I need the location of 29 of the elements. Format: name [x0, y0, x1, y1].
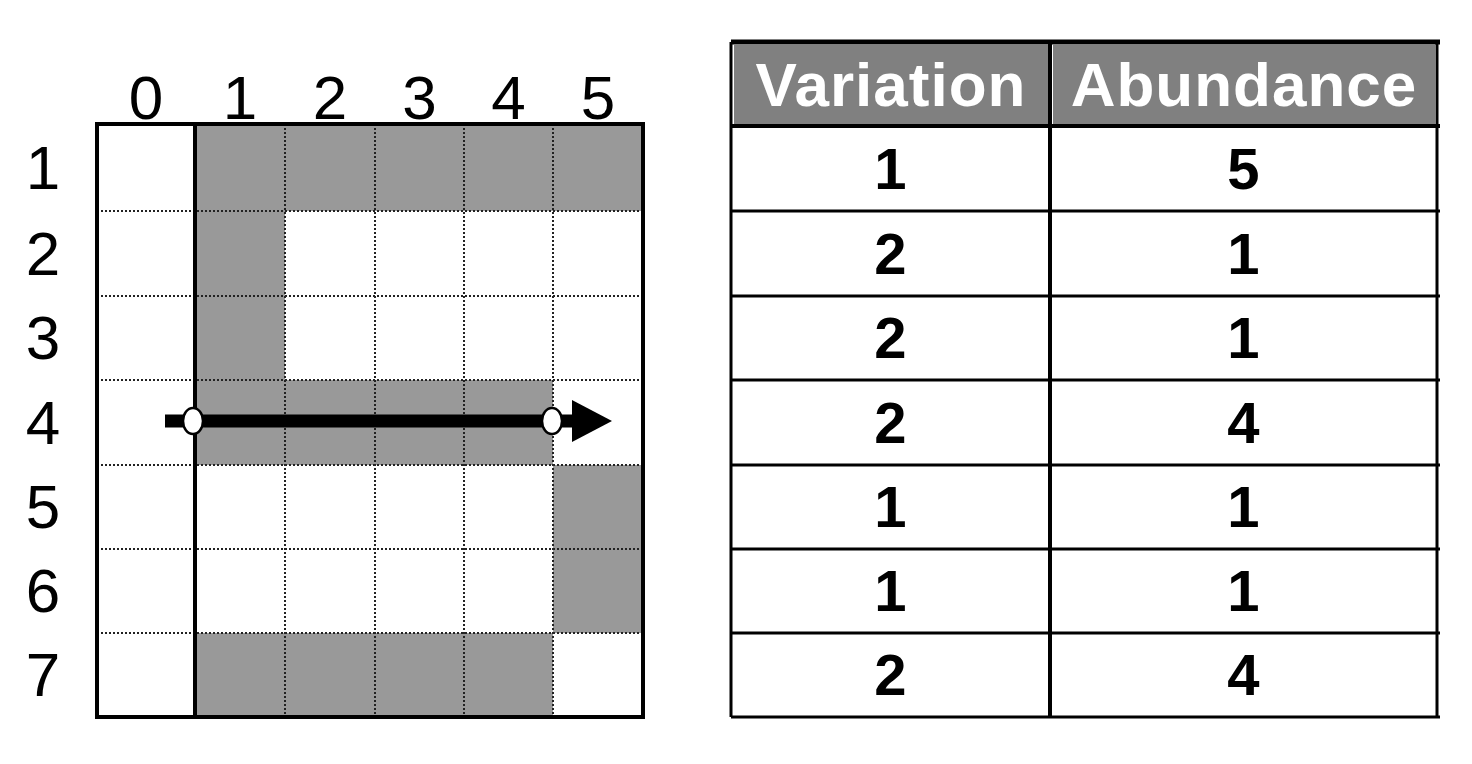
abundance-value: 1 — [1226, 304, 1261, 372]
header-cell: Abundance — [1053, 45, 1435, 124]
row-number: 5 — [24, 477, 62, 537]
row-number: 4 — [24, 392, 62, 453]
row-number: 1 — [24, 137, 62, 198]
column-number: 2 — [311, 70, 349, 126]
column-number: 5 — [579, 70, 617, 126]
variation-value: 1 — [873, 134, 908, 203]
abundance-value: 4 — [1226, 388, 1261, 457]
column-number: 4 — [490, 70, 527, 126]
column-number: 1 — [221, 70, 259, 126]
variation-value: 2 — [873, 641, 908, 709]
row-number: 7 — [24, 645, 62, 705]
column-number: 3 — [401, 70, 438, 126]
variation-value: 2 — [873, 304, 908, 372]
abundance-value: 5 — [1226, 134, 1261, 203]
row-number: 2 — [24, 223, 62, 284]
column-number: 0 — [127, 70, 165, 126]
abundance-value: 1 — [1226, 557, 1261, 625]
abundance-value: 1 — [1226, 219, 1261, 288]
row-number: 6 — [24, 561, 62, 621]
variation-value: 1 — [873, 473, 908, 541]
variation-value: 2 — [873, 388, 908, 457]
row-number: 3 — [24, 308, 62, 368]
abundance-value: 4 — [1226, 641, 1261, 709]
header-cell: Variation — [734, 45, 1048, 124]
variation-value: 2 — [873, 219, 908, 288]
variation-value: 1 — [873, 557, 908, 625]
abundance-value: 1 — [1226, 473, 1261, 541]
